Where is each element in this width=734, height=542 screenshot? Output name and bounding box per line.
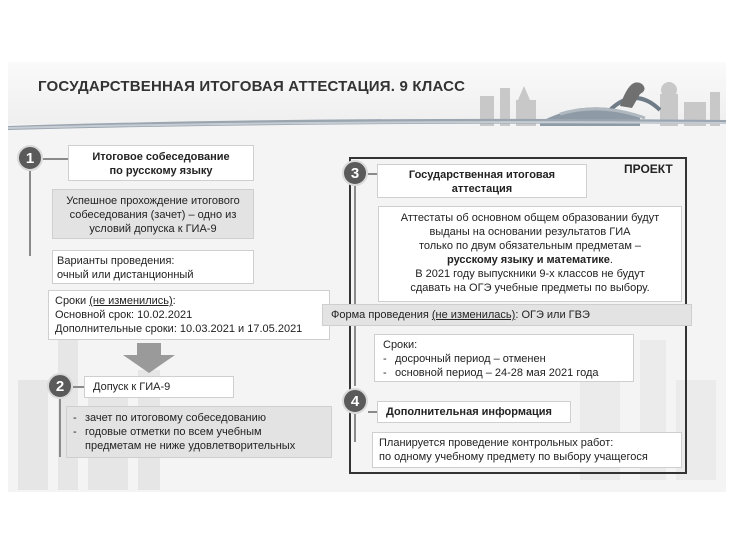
admission-list: -зачет по итоговому собеседованию -годов… xyxy=(66,406,332,458)
gia-terms-label: Сроки: xyxy=(383,339,418,351)
admission-item-2-text: годовые отметки по всем учебным xyxy=(85,426,262,438)
variants-label: Варианты проведения: xyxy=(57,255,175,267)
cert-period: . xyxy=(609,254,613,266)
cert-line6: сдавать на ОГЭ учебные предметы по выбор… xyxy=(410,282,650,294)
exam-form-box: Форма проведения (не изменилась): ОГЭ ил… xyxy=(322,304,692,326)
info-line1: Планируется проведение контрольных работ… xyxy=(379,437,614,449)
admission-item-2: -годовые отметки по всем учебным xyxy=(73,425,325,439)
bullet: - xyxy=(73,426,77,438)
interview-heading-line2: по русскому языку xyxy=(109,165,213,177)
bullet: - xyxy=(73,412,77,424)
cert-line2: выданы на основании результатов ГИА xyxy=(429,226,631,238)
gia-heading-line1: Государственная итоговая xyxy=(408,169,556,181)
gia-heading: Государственная итоговая аттестация xyxy=(377,164,587,198)
success-line2: собеседования (зачет) – одно из xyxy=(69,209,237,221)
cert-subjects: русскому языку и математике xyxy=(447,254,610,266)
admission-item-1-text: зачет по итоговому собеседованию xyxy=(85,412,267,424)
admission-heading: Допуск к ГИА-9 xyxy=(84,376,234,398)
interview-success-box: Успешное прохождение итогового собеседов… xyxy=(52,189,254,239)
title-swoosh xyxy=(8,118,726,130)
success-line1: Успешное прохождение итогового xyxy=(66,195,240,207)
bullet: - xyxy=(383,353,387,365)
gia-heading-line2: аттестация xyxy=(451,183,513,195)
connector-h-2 xyxy=(73,386,85,388)
gia-terms-box: Сроки: -досрочный период – отменен -осно… xyxy=(374,334,634,382)
cert-line1: Аттестаты об основном общем образовании … xyxy=(400,212,660,224)
form-prefix: Форма проведения xyxy=(331,309,432,321)
connector-line-4 xyxy=(354,414,356,442)
project-label: ПРОЕКТ xyxy=(624,162,673,176)
success-line3: условий допуска к ГИА-9 xyxy=(89,223,217,235)
connector-h-4 xyxy=(368,411,378,413)
cert-line3: только по двум обязательным предметам – xyxy=(418,240,642,252)
down-arrow-icon xyxy=(123,343,175,373)
connector-line-1 xyxy=(29,171,31,256)
interview-heading-line1: Итоговое собеседование xyxy=(92,151,230,163)
connector-line-2 xyxy=(59,399,61,457)
terms-prefix: Сроки xyxy=(55,295,90,307)
step-badge-2: 2 xyxy=(47,373,73,399)
additional-info-box: Планируется проведение контрольных работ… xyxy=(372,432,682,468)
gia-term-1: -досрочный период – отменен xyxy=(383,352,625,366)
cert-line5: В 2021 году выпускники 9-х классов не бу… xyxy=(415,268,645,280)
gia-term-2: -основной период – 24-28 мая 2021 года xyxy=(383,366,625,380)
connector-h-1 xyxy=(43,158,69,160)
bullet: - xyxy=(383,367,387,379)
variants-value: очный или дистанционный xyxy=(57,269,194,281)
form-value: : ОГЭ или ГВЭ xyxy=(515,309,590,321)
terms-unchanged: (не изменились) xyxy=(89,295,173,307)
interview-heading: Итоговое собеседование по русскому языку xyxy=(68,145,254,181)
variants-box: Варианты проведения: очный или дистанцио… xyxy=(52,250,254,284)
info-line2: по одному учебному предмету по выбору уч… xyxy=(379,451,648,463)
cert-line4: русскому языку и математике. xyxy=(383,253,677,267)
step-badge-3: 3 xyxy=(342,160,368,186)
form-unchanged: (не изменилась) xyxy=(431,309,516,321)
page-title: ГОСУДАРСТВЕННАЯ ИТОГОВАЯ АТТЕСТАЦИЯ. 9 К… xyxy=(38,78,466,95)
step-badge-1: 1 xyxy=(17,145,43,171)
additional-info-heading: Дополнительная информация xyxy=(377,401,571,423)
interview-main-term: Основной срок: 10.02.2021 xyxy=(55,309,193,321)
connector-line-3 xyxy=(354,186,356,386)
interview-extra-terms: Дополнительные сроки: 10.03.2021 и 17.05… xyxy=(55,323,303,335)
connector-h-3 xyxy=(368,173,378,175)
gia-term-2-text: основной период – 24-28 мая 2021 года xyxy=(395,367,599,379)
admission-item-1: -зачет по итоговому собеседованию xyxy=(73,411,325,425)
interview-terms-label: Сроки (не изменились): xyxy=(55,294,323,308)
gia-term-1-text: досрочный период – отменен xyxy=(395,353,546,365)
terms-colon: : xyxy=(172,295,176,307)
step-badge-4: 4 xyxy=(342,388,368,414)
interview-terms-box: Сроки (не изменились): Основной срок: 10… xyxy=(48,290,330,340)
certificates-box: Аттестаты об основном общем образовании … xyxy=(378,206,682,302)
admission-item-2-cont: предметам не ниже удовлетворительных xyxy=(85,440,296,452)
